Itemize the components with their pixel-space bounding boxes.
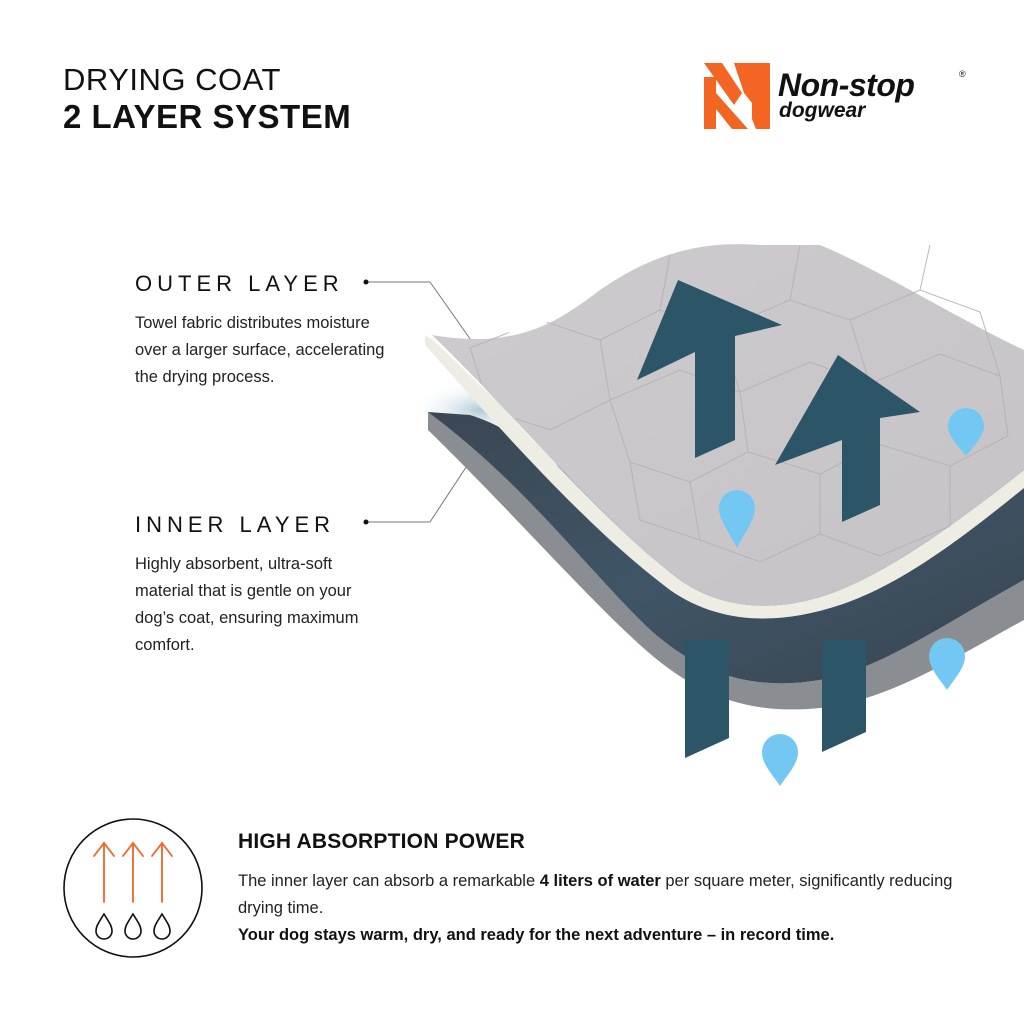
inner-layer-heading: INNER LAYER xyxy=(135,512,336,537)
feature-body-post: per square meter, significantly reducing… xyxy=(238,872,953,917)
feature-body: The inner layer can absorb a remarkable … xyxy=(238,868,978,922)
down-arrow-shaft-right xyxy=(822,640,866,752)
up-arrow-icon xyxy=(637,280,782,458)
inner-layer-description: Highly absorbent, ultra-soft material th… xyxy=(135,555,359,654)
outer-layer-heading: OUTER LAYER xyxy=(135,271,344,296)
feature-title: HIGH ABSORPTION POWER xyxy=(238,830,525,853)
feature-tagline: Your dog stays warm, dry, and ready for … xyxy=(238,926,835,944)
water-drop-icon xyxy=(929,638,965,690)
water-drop-icon xyxy=(948,408,984,456)
title-line-system: 2 LAYER SYSTEM xyxy=(63,98,352,135)
water-drop-icon xyxy=(719,490,755,548)
title-line-product: DRYING COAT xyxy=(63,62,281,97)
outer-layer-shape xyxy=(432,244,1024,606)
feature-body-highlight: 4 liters of water xyxy=(539,872,661,890)
outer-layer-description: Towel fabric distributes moisture over a… xyxy=(135,314,385,386)
evaporation-icon xyxy=(63,818,203,958)
outer-layer-info: OUTER LAYER Towel fabric distributes moi… xyxy=(135,270,395,391)
water-drop-icon xyxy=(762,734,798,786)
feature-body-pre: The inner layer can absorb a remarkable xyxy=(238,872,540,890)
registered-mark: ® xyxy=(959,69,966,79)
page-title: DRYING COAT 2 LAYER SYSTEM xyxy=(63,62,351,136)
inner-layer-shape xyxy=(428,412,1024,710)
down-arrow-shaft-left xyxy=(685,640,729,758)
feature-section: HIGH ABSORPTION POWER The inner layer ca… xyxy=(238,828,978,949)
inner-layer-info: INNER LAYER Highly absorbent, ultra-soft… xyxy=(135,511,395,659)
brand-logo: Non-stop ® dogwear xyxy=(704,63,974,135)
brand-name: Non-stop xyxy=(778,67,915,103)
nonstop-n-mark-icon xyxy=(704,63,770,129)
up-arrow-icon xyxy=(775,355,920,522)
brand-subname: dogwear xyxy=(779,99,866,122)
